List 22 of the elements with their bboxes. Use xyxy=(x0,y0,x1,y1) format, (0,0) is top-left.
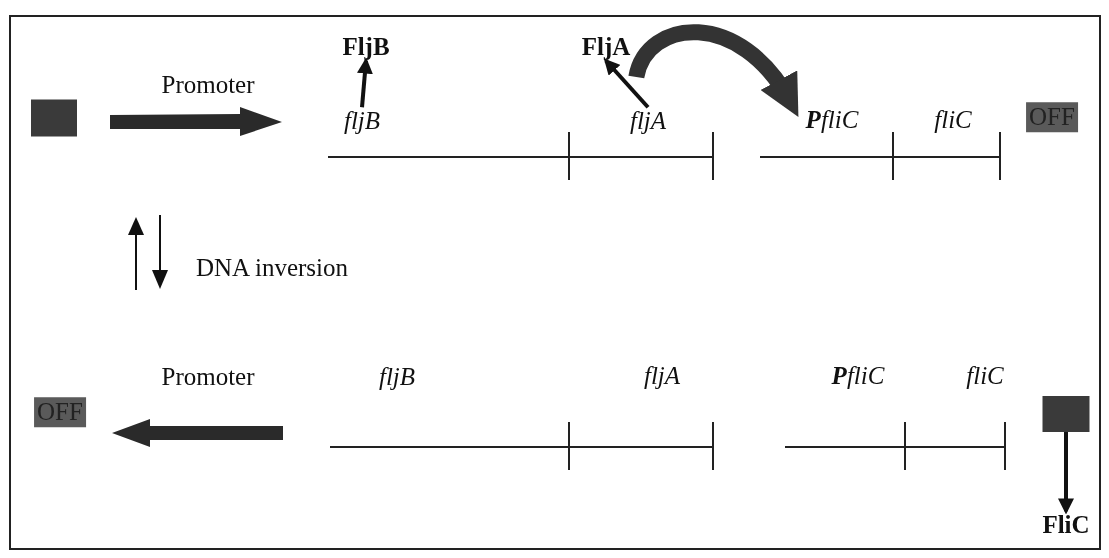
curved-arrow xyxy=(628,24,800,117)
gene-label: fljB xyxy=(378,363,416,391)
off-box: OFF xyxy=(1026,102,1078,132)
gene-label: fliC xyxy=(934,106,972,134)
promoter-box xyxy=(1042,396,1090,432)
promoter-label: Promoter xyxy=(161,71,255,99)
gene-label: fljA xyxy=(629,107,667,135)
gene-label: PfliC xyxy=(831,362,885,390)
protein-label: FliC xyxy=(1042,511,1090,539)
gene-label: fliC xyxy=(966,362,1004,390)
protein-label: FljB xyxy=(342,33,390,61)
arrow xyxy=(356,57,373,108)
promoter-label: Promoter xyxy=(161,363,255,391)
arrow xyxy=(603,58,650,109)
gene-label: fljB xyxy=(343,107,381,135)
off-box: OFF xyxy=(34,397,86,427)
arrow xyxy=(1058,432,1074,515)
promoter-box xyxy=(31,99,77,137)
gene-label: fljA xyxy=(643,362,681,390)
gene-label: PfliC xyxy=(805,106,859,134)
protein-label: FljA xyxy=(581,33,631,61)
inversion-label: DNA inversion xyxy=(195,254,349,282)
